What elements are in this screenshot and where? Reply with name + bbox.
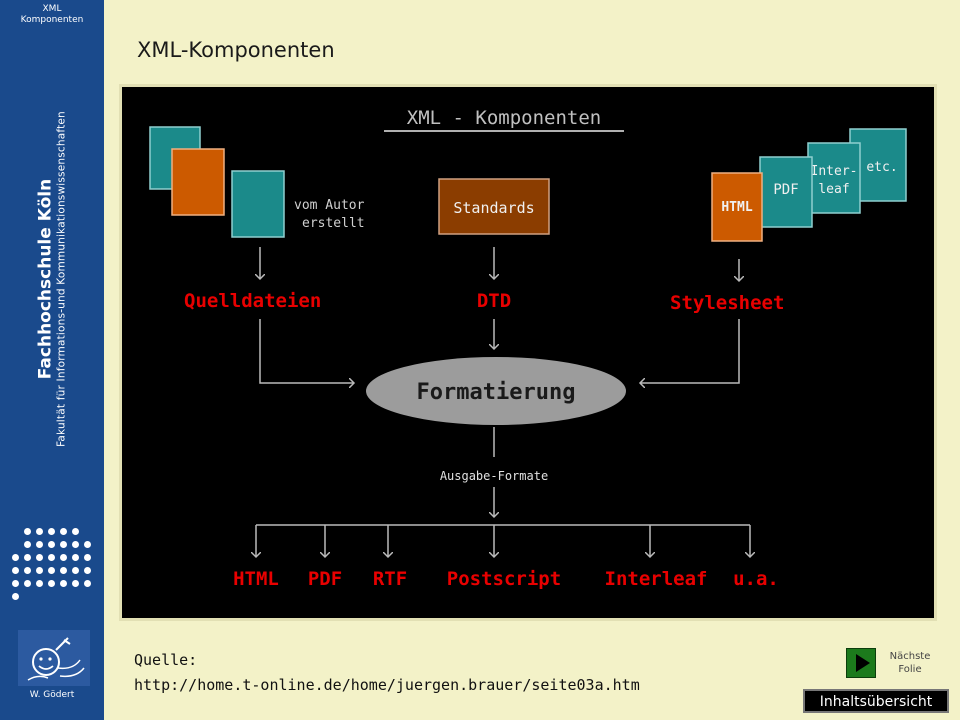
doc-etc-label: etc. [866,160,897,175]
dot [12,580,19,587]
output-postscript: Postscript [447,568,561,590]
dot [60,554,67,561]
dot [72,541,79,548]
source-label: Quelle: [134,651,198,669]
dot [24,580,31,587]
dot [84,554,91,561]
doc-icon-orange [171,148,225,216]
source-url: http://home.t-online.de/home/juergen.bra… [134,676,640,694]
output-interleaf: Interleaf [605,568,708,590]
dot [48,541,55,548]
dot [36,528,43,535]
dot [36,567,43,574]
dot [24,528,31,535]
next-label-line-2: Folie [898,664,922,675]
dot [12,567,19,574]
dot [24,554,31,561]
dot [48,567,55,574]
next-label-line-1: Nächste [889,651,931,662]
input-quelldateien: Quelldateien [184,290,321,312]
dot [60,528,67,535]
output-html: HTML [233,568,279,590]
sidebar-section-label: XML Komponenten [0,0,104,44]
institution-vertical-text: Fachhochschule Köln Fakultät für Informa… [36,111,69,447]
next-slide-button[interactable] [846,648,876,678]
doc-interleaf-label-2: leaf [818,182,849,197]
smiley-logo-icon [18,630,90,686]
doc-icon-teal-2 [231,170,285,238]
dot [60,567,67,574]
output-caption: Ausgabe-Formate [440,469,548,483]
dot [60,541,67,548]
doc-icon-interleaf [807,142,861,214]
input-stylesheet: Stylesheet [670,292,784,314]
sidebar: XML Komponenten Fachhochschule Köln Faku… [0,0,104,720]
standards-label: Standards [453,199,534,217]
faculty-name: Fakultät für Informations-und Kommunikat… [55,111,68,447]
table-of-contents-button[interactable]: Inhaltsübersicht [803,689,949,713]
output-rtf: RTF [373,568,407,590]
xml-components-diagram: XML - Komponenten vom Autor erstellt Sta… [122,87,934,618]
dot [24,541,31,548]
dot [72,528,79,535]
dot [84,580,91,587]
dot [72,580,79,587]
dot [36,541,43,548]
dot [48,580,55,587]
dot [24,567,31,574]
slide-title: XML-Komponenten [137,38,335,62]
dot [36,580,43,587]
author-note-line-1: vom Autor [294,198,365,213]
doc-html-label: HTML [721,200,752,215]
doc-icon-pdf [759,156,813,228]
author-note-line-2: erstellt [302,216,365,231]
diagram-canvas: XML - Komponenten vom Autor erstellt Sta… [149,107,907,590]
dot [72,567,79,574]
doc-interleaf-label-1: Inter- [811,164,858,179]
standards-box [438,178,550,235]
next-slide-label: Nächste Folie [882,650,938,676]
dot [36,554,43,561]
sidebar-section-line-1: XML [42,4,62,14]
doc-pdf-label: PDF [773,182,798,198]
input-dtd: DTD [477,290,511,312]
formatierung-node [366,357,626,425]
output-ua: u.a. [733,568,779,590]
output-pdf: PDF [308,568,342,590]
source-citation: Quelle: http://home.t-online.de/home/jue… [134,648,640,698]
diagram-heading: XML - Komponenten [407,107,601,129]
institution-name: Fachhochschule Köln [35,178,56,380]
dot [72,554,79,561]
dot [12,593,19,600]
dot [84,541,91,548]
sidebar-section-line-2: Komponenten [20,15,84,25]
dot [48,554,55,561]
dot [84,567,91,574]
dot [60,580,67,587]
dot [48,528,55,535]
center-label: Formatierung [417,380,576,405]
doc-icon-html [711,172,763,242]
dot [12,554,19,561]
author-name: W. Gödert [29,690,75,700]
